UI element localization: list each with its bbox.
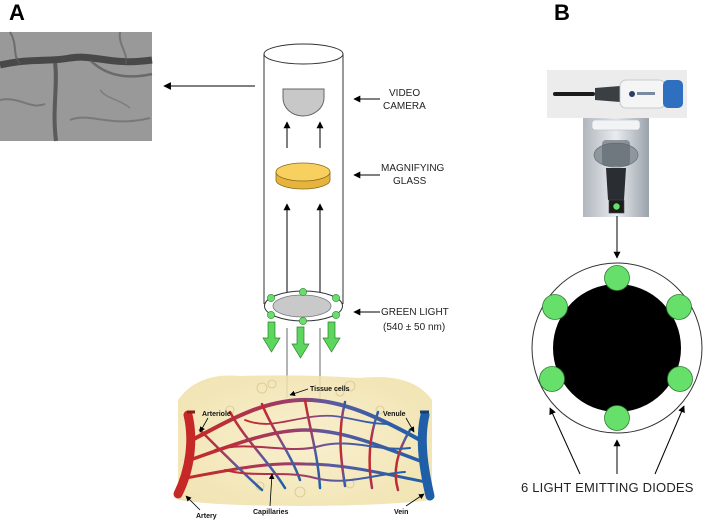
magnifying-glass-icon (275, 162, 331, 190)
arteriole-label: Arteriole (202, 411, 231, 418)
green-light-ring (264, 288, 343, 325)
device-photo-side (547, 70, 687, 118)
tissue-cells-label: Tissue cells (310, 386, 350, 393)
panel-label-a: A (9, 0, 25, 25)
green-light-label-1: GREEN LIGHT (381, 307, 449, 318)
capillary-microscopy-image (0, 31, 153, 142)
led-dot (666, 294, 692, 320)
led-dot (267, 294, 275, 302)
capillaries-label: Capillaries (253, 509, 289, 516)
light-emitting-diodes-caption: 6 LIGHT EMITTING DIODES (521, 480, 694, 495)
led-dot (542, 294, 568, 320)
led-dot (539, 366, 565, 392)
magnifying-glass-label-1: MAGNIFYING (381, 163, 445, 174)
led-dot (299, 317, 307, 325)
led-ring-diagram (531, 262, 703, 434)
venule-label: Venule (383, 411, 406, 418)
video-camera-label-1: VIDEO (389, 88, 420, 99)
led-dot (604, 265, 630, 291)
green-light-label-2: (540 ± 50 nm) (383, 322, 445, 333)
led-dot (667, 366, 693, 392)
panel-label-b: B (554, 0, 570, 25)
led-dot (332, 294, 340, 302)
green-light-arrows (262, 321, 341, 359)
device-photo-front (583, 118, 649, 217)
vein-label: Vein (394, 509, 408, 516)
video-camera-label-2: CAMERA (383, 101, 426, 112)
led-dot (332, 311, 340, 319)
capillary-network-illustration (173, 375, 435, 511)
magnifying-glass-label-2: GLASS (393, 176, 427, 187)
led-dot (604, 405, 630, 431)
led-dot (267, 311, 275, 319)
video-camera-icon (282, 88, 325, 117)
artery-label: Artery (196, 513, 217, 520)
device-cylinder (263, 43, 344, 304)
led-dot (299, 288, 307, 296)
